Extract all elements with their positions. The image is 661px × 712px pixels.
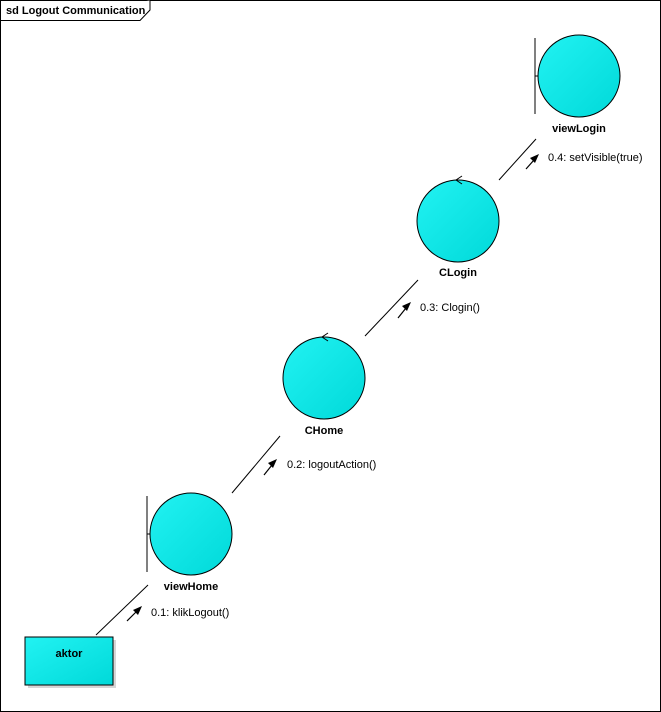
frame-title: sd Logout Communication	[6, 5, 146, 17]
object-aktor-label: aktor	[56, 648, 84, 660]
link-chome-clogin	[364, 279, 419, 337]
message-arrow-1	[126, 606, 142, 622]
object-chome[interactable]: CHome	[282, 332, 366, 437]
object-viewhome-label: viewHome	[164, 581, 218, 593]
object-viewlogin-label: viewLogin	[552, 123, 606, 135]
message-arrow-3	[397, 302, 411, 319]
message-label-4: 0.4: setVisible(true)	[548, 152, 643, 164]
link-clogin-viewlogin	[498, 138, 537, 181]
link-aktor-viewhome	[95, 584, 149, 636]
frame-title-tab	[0, 0, 151, 21]
object-aktor[interactable]: aktor	[24, 636, 116, 688]
object-clogin-label: CLogin	[439, 267, 477, 279]
message-arrow-4	[525, 154, 539, 170]
object-clogin[interactable]: CLogin	[416, 175, 500, 279]
object-chome-label: CHome	[305, 425, 344, 437]
link-viewhome-chome	[231, 435, 281, 494]
message-label-2: 0.2: logoutAction()	[287, 459, 376, 471]
message-label-3: 0.3: Clogin()	[420, 302, 480, 314]
object-viewlogin[interactable]: viewLogin	[534, 34, 621, 135]
object-viewhome[interactable]: viewHome	[146, 492, 233, 593]
message-label-1: 0.1: klikLogout()	[151, 607, 229, 619]
message-arrow-2	[263, 459, 277, 476]
